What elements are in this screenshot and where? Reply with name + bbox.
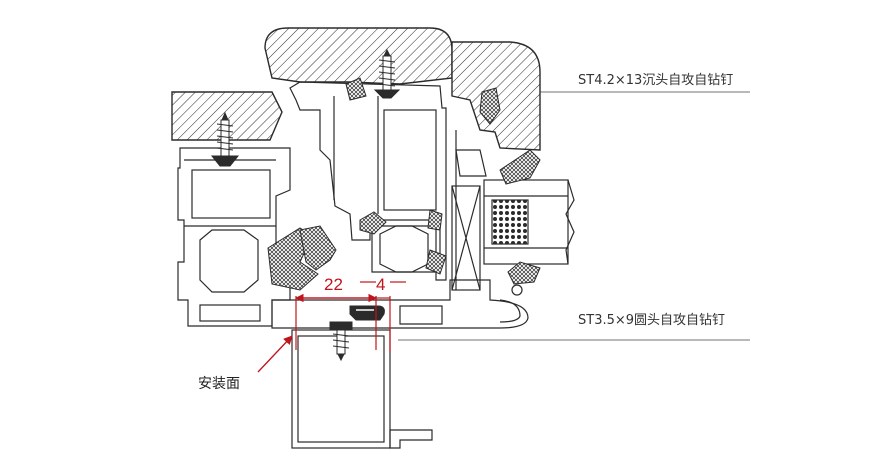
gasket-glass-bottom (507, 261, 541, 285)
hatched-sash-cover (264, 27, 453, 85)
dimension-22: 22 (324, 275, 343, 294)
screw-top-right (373, 48, 401, 99)
hatched-frame-cover (171, 91, 283, 141)
bottom-sill-profile (271, 279, 529, 329)
screw-top-left (210, 111, 240, 167)
mounting-surface-arrow (257, 335, 293, 373)
label-screw-bottom: ST3.5×9圆头自攻自钻钉 (578, 313, 725, 328)
insulated-glass-unit (451, 130, 575, 291)
label-mounting-surface: 安装面 (198, 376, 240, 392)
gasket-center (299, 225, 337, 271)
gasket-sash-bottom (359, 209, 447, 275)
clip-bracket (349, 305, 385, 321)
wall-mounting-profile (291, 329, 433, 449)
screw-bottom (329, 321, 353, 362)
gasket-top-right (479, 87, 501, 125)
gasket-sash-top (345, 77, 367, 101)
label-screw-top: ST4.2×13沉头自攻自钻钉 (578, 73, 733, 88)
gasket-glass-top (499, 149, 541, 185)
outer-frame-profile (177, 147, 291, 327)
dimension-4: 4 (376, 275, 385, 294)
dimension-lines (295, 281, 406, 352)
